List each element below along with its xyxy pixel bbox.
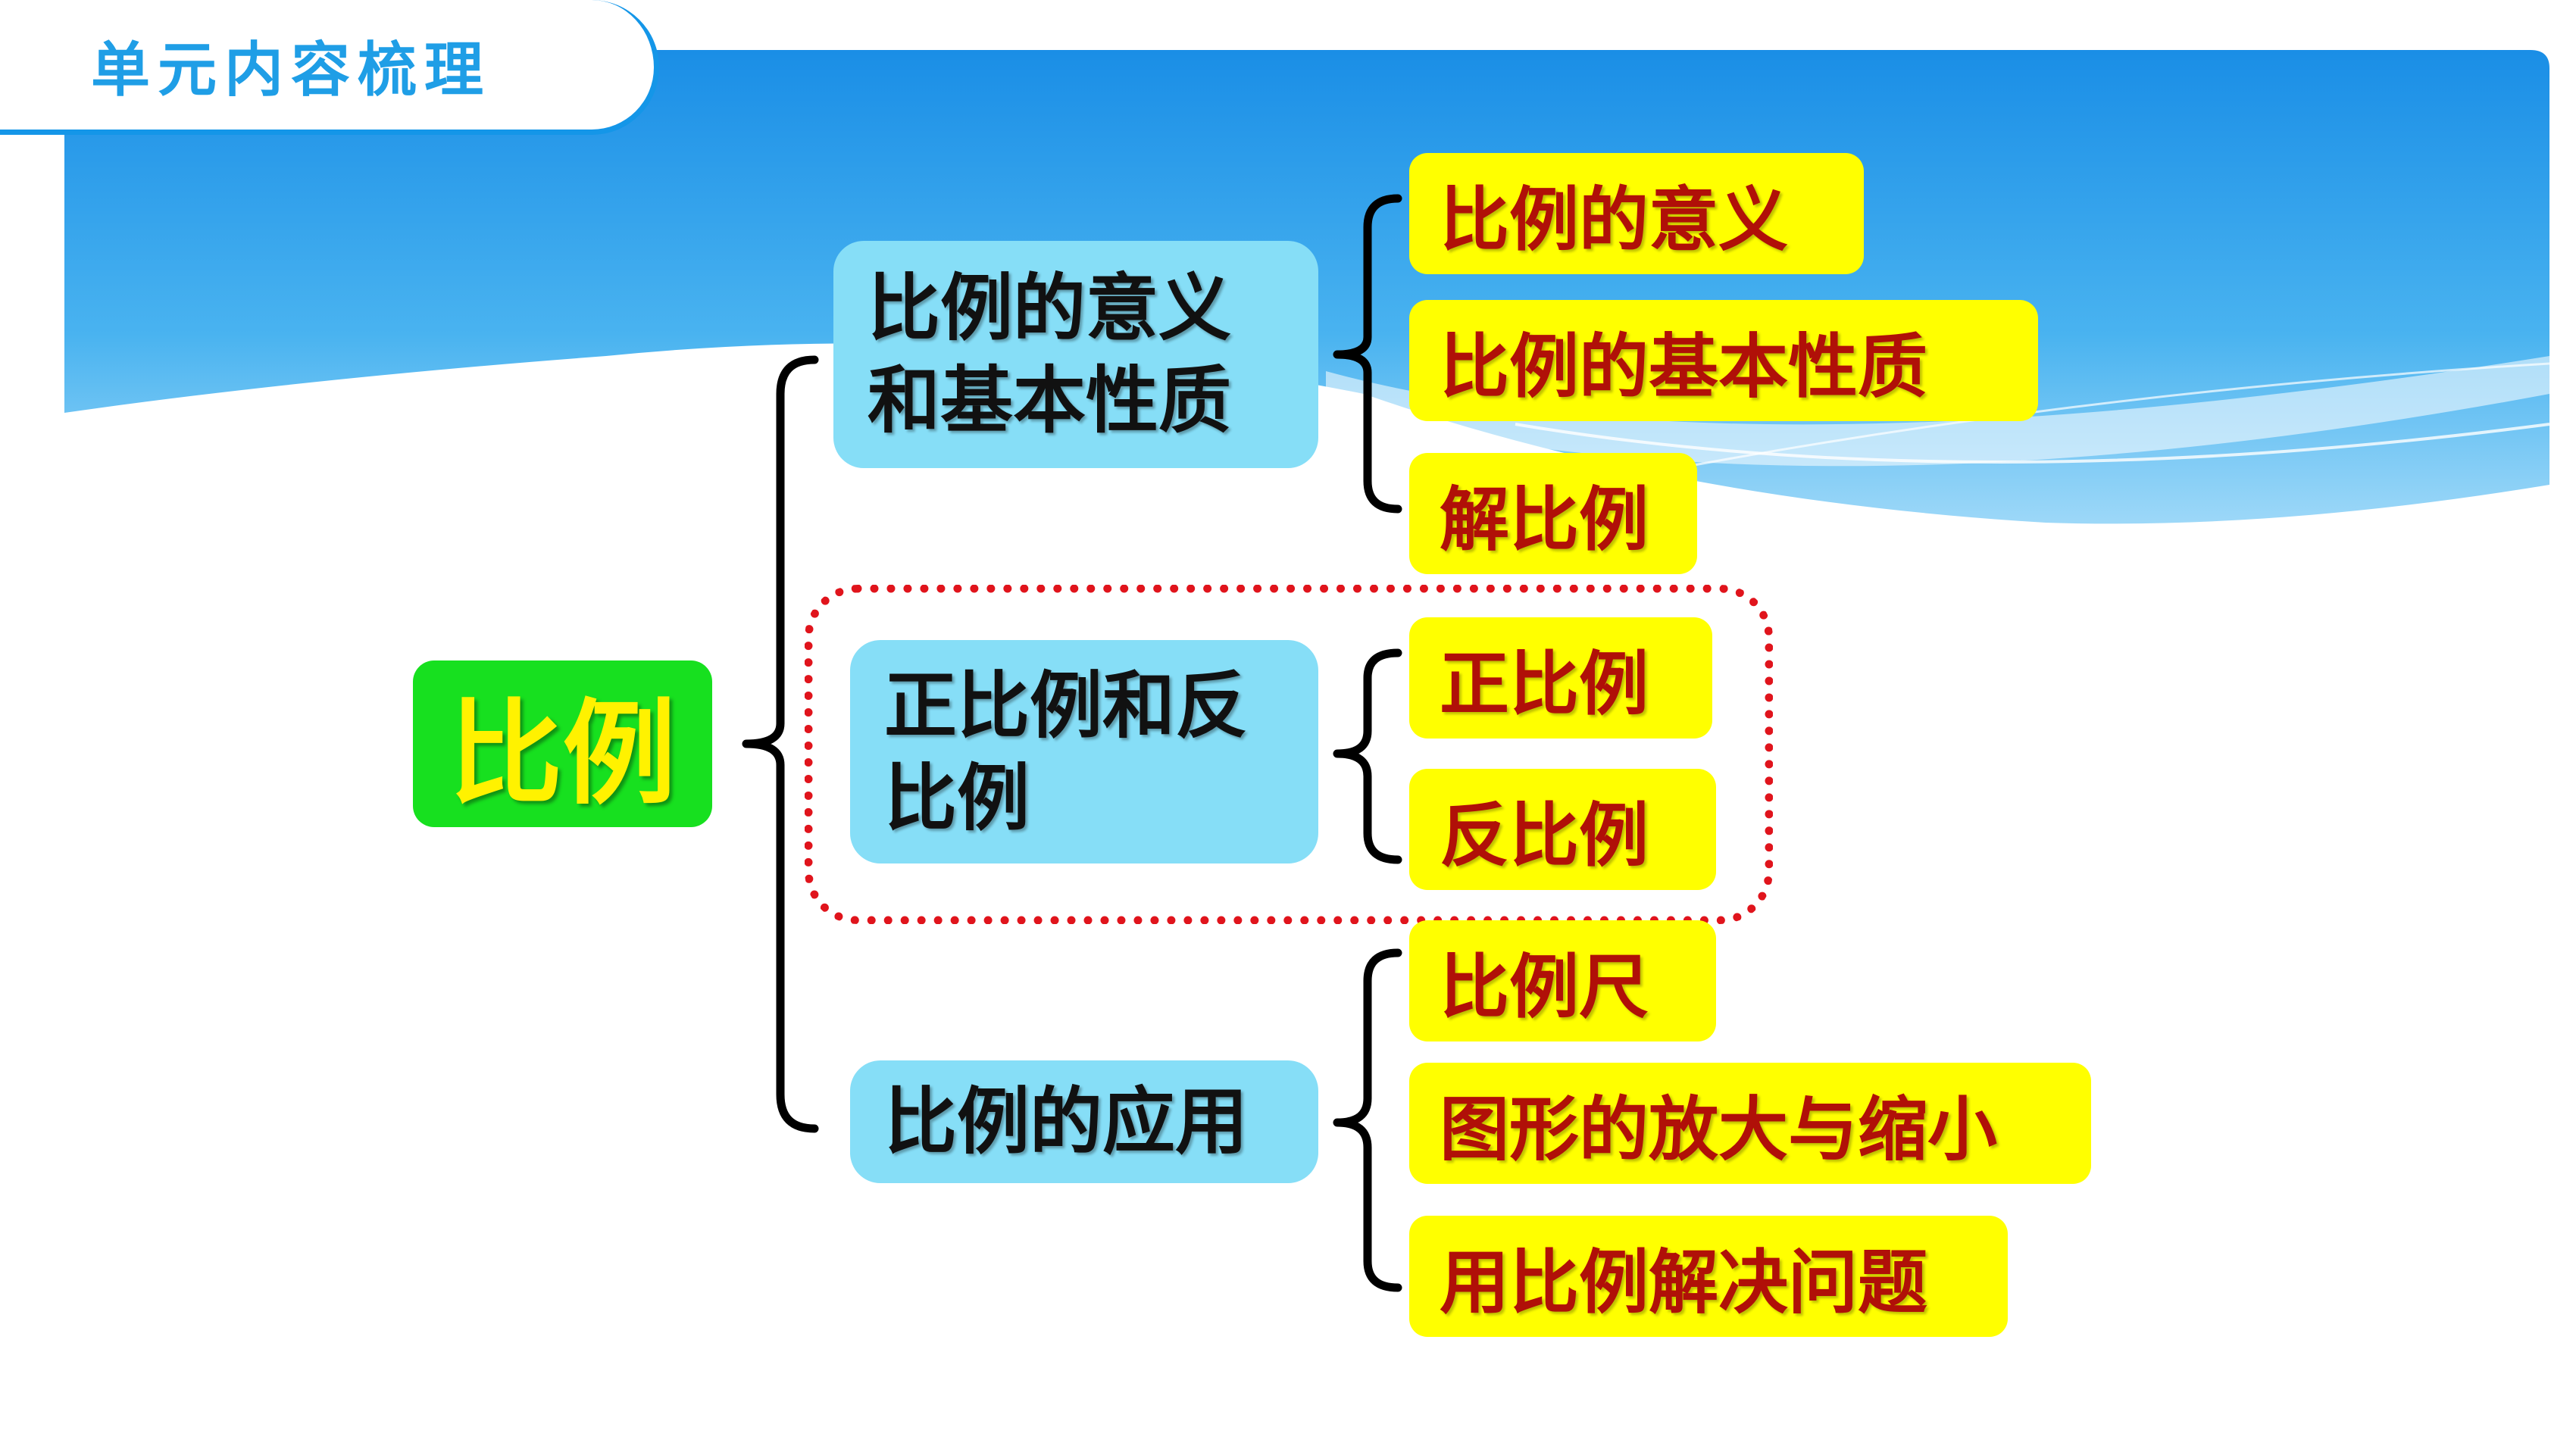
leaf-node: 反比例 [1409, 769, 1716, 890]
root-label: 比例 [449, 688, 677, 820]
branch-node-proportion-line-1: 正比例和反 [884, 663, 1248, 748]
leaf-label: 正比例 [1440, 643, 1649, 725]
leaf-node: 解比例 [1409, 453, 1697, 574]
leaf-label: 比例尺 [1440, 946, 1649, 1028]
branch-node-meaning-line-2: 和基本性质 [868, 358, 1231, 443]
leaf-node: 用比例解决问题 [1409, 1216, 2008, 1337]
leaf-node: 比例的意义 [1409, 153, 1864, 274]
leaf-label: 用比例解决问题 [1440, 1241, 1928, 1323]
leaf-label: 图形的放大与缩小 [1440, 1088, 1998, 1170]
branch-node-proportion: 正比例和反 比例 [850, 640, 1318, 863]
leaf-label: 比例的基本性质 [1440, 326, 1928, 408]
branch-node-application: 比例的应用 [850, 1060, 1318, 1183]
highlight-dotted-frame [805, 585, 1773, 924]
branch-3-bracket [1333, 948, 1402, 1292]
page-title: 单元内容梳理 [91, 35, 492, 105]
title-pill: 单元内容梳理 [0, 0, 659, 135]
leaf-label: 解比例 [1440, 479, 1649, 561]
branch-1-bracket [1333, 194, 1402, 514]
leaf-node: 比例尺 [1409, 920, 1716, 1041]
branch-node-meaning: 比例的意义 和基本性质 [833, 241, 1318, 468]
branch-node-proportion-line-2: 比例 [884, 755, 1030, 841]
leaf-node: 比例的基本性质 [1409, 300, 2038, 421]
leaf-node: 正比例 [1409, 617, 1712, 739]
branch-node-meaning-line-1: 比例的意义 [868, 266, 1231, 351]
branch-node-application-line-1: 比例的应用 [884, 1079, 1248, 1164]
branch-2-bracket [1333, 648, 1402, 864]
leaf-label: 反比例 [1440, 795, 1649, 876]
root-bracket [742, 355, 819, 1133]
leaf-node: 图形的放大与缩小 [1409, 1063, 2091, 1184]
root-node: 比例 [413, 660, 712, 827]
leaf-label: 比例的意义 [1440, 179, 1789, 261]
